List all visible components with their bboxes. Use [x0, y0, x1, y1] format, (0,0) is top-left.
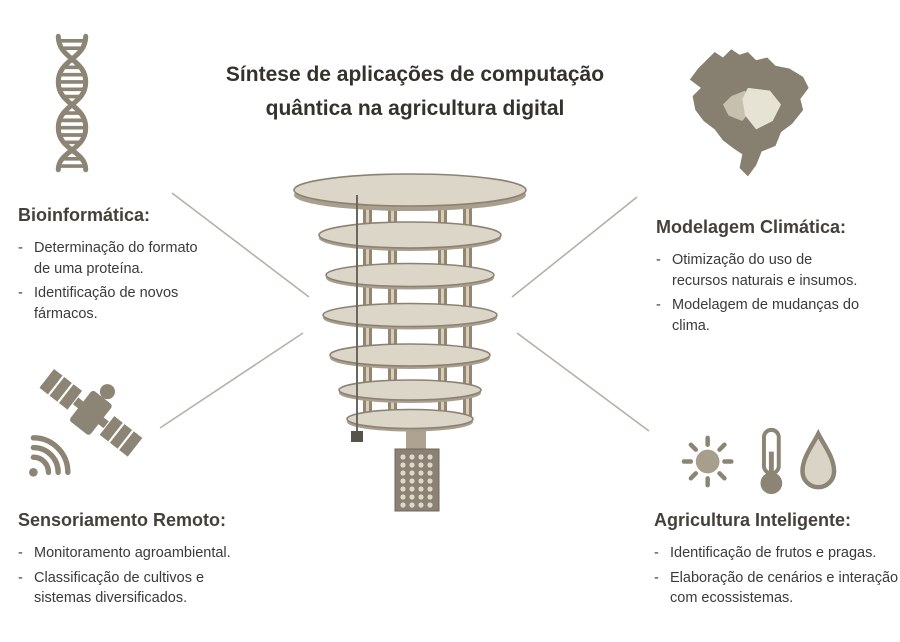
list-item: - Modelagem de mudanças do clima.	[656, 295, 871, 336]
remote-sensing-heading: Sensoriamento Remoto:	[18, 510, 227, 530]
bioinformatics-heading: Bioinformática:	[18, 205, 151, 225]
connector-line-top-left	[171, 192, 310, 298]
quantum-discs	[293, 173, 527, 432]
bullet-dash: -	[18, 569, 23, 586]
section-climate-modeling: Modelagem Climática: - Otimização do uso…	[656, 217, 871, 340]
list-item: - Determinação do formato de uma proteín…	[18, 238, 218, 279]
list-item: - Otimização do uso de recursos naturais…	[656, 250, 871, 291]
list-item: - Identificação de frutos e pragas.	[654, 543, 899, 564]
list-item-text: Modelagem de mudanças do clima.	[672, 297, 860, 334]
bullet-dash: -	[18, 240, 23, 256]
smart-agriculture-list: - Identificação de frutos e pragas. - El…	[654, 543, 899, 609]
section-bioinformatics: Bioinformática: - Determinação do format…	[18, 205, 218, 328]
sun-icon	[681, 435, 734, 488]
title-line-1: Síntese de aplicações de computação	[225, 63, 605, 87]
thermometer-icon	[760, 427, 783, 495]
list-item: - Elaboração de cenários e interação com…	[654, 568, 899, 609]
connector-line-bottom-right	[516, 332, 650, 432]
section-remote-sensing: Sensoriamento Remoto: - Monitoramento ag…	[18, 510, 258, 613]
remote-sensing-list: - Monitoramento agroambiental. - Classif…	[18, 543, 258, 609]
climate-modeling-heading: Modelagem Climática:	[656, 217, 847, 237]
bullet-dash: -	[656, 297, 661, 314]
section-smart-agriculture: Agricultura Inteligente: - Identificação…	[654, 510, 899, 613]
bullet-dash: -	[656, 252, 661, 268]
climate-modeling-list: - Otimização do uso de recursos naturais…	[656, 250, 871, 336]
dna-helix-icon	[40, 32, 104, 179]
list-item-text: Classificação de cultivos e sistemas div…	[34, 569, 205, 607]
quantum-chip	[394, 448, 440, 512]
list-item-text: Otimização do uso de recursos naturais e…	[672, 252, 858, 289]
satellite-icon	[14, 356, 154, 501]
brazil-map-icon	[676, 40, 828, 185]
bullet-dash: -	[18, 545, 23, 561]
smart-agriculture-heading: Agricultura Inteligente:	[654, 510, 852, 530]
bullet-dash: -	[18, 285, 23, 302]
list-item: - Identificação de novos fármacos.	[18, 283, 218, 324]
page-title: Síntese de aplicações de computação quân…	[195, 58, 635, 126]
list-item-text: Elaboração de cenários e interação com e…	[670, 569, 899, 607]
bioinformatics-list: - Determinação do formato de uma proteín…	[18, 238, 218, 324]
list-item-text: Monitoramento agroambiental.	[34, 545, 231, 561]
connector-line-bottom-left	[159, 332, 304, 429]
signal-origin-dot	[29, 468, 38, 477]
quantum-computer-illustration	[280, 163, 540, 526]
list-item-text: Identificação de frutos e pragas.	[670, 545, 877, 561]
bullet-dash: -	[654, 545, 659, 561]
control-wire	[351, 195, 363, 442]
list-item-text: Identificação de novos fármacos.	[34, 285, 179, 322]
list-item: - Monitoramento agroambiental.	[18, 543, 258, 564]
smart-agriculture-icons	[676, 422, 844, 507]
connector-line-top-right	[511, 196, 638, 298]
list-item: - Classificação de cultivos e sistemas d…	[18, 568, 258, 609]
title-line-2: quântica na agricultura digital	[265, 97, 565, 121]
list-item-text: Determinação do formato de uma proteína.	[34, 240, 198, 277]
water-drop-icon	[800, 428, 837, 490]
bullet-dash: -	[654, 569, 659, 586]
